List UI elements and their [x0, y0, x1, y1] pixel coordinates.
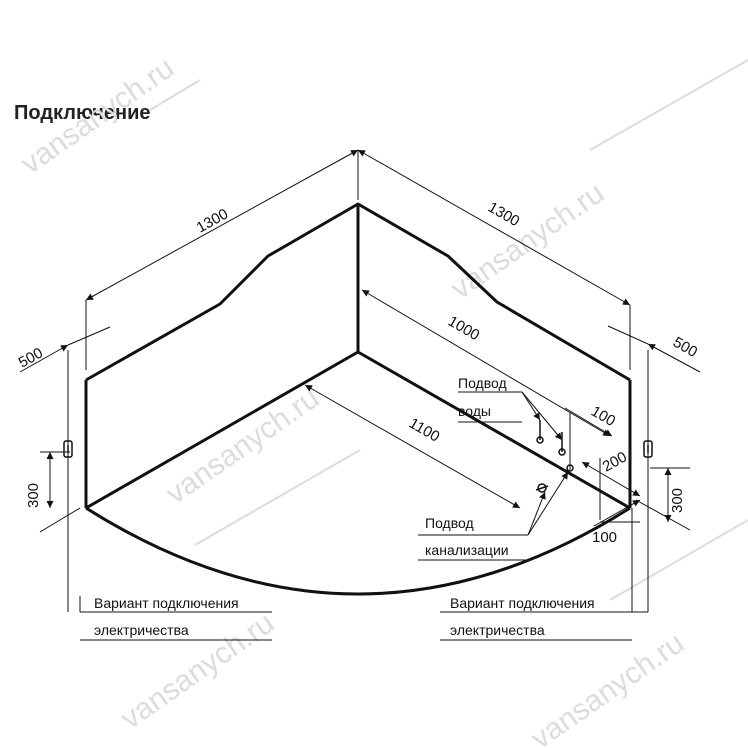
electric-outlet-left-icon — [63, 440, 73, 458]
drain-icon — [535, 483, 549, 493]
electric-left-label-line1: Вариант подключения — [94, 595, 239, 611]
drain-label-line1: Подвод — [425, 515, 474, 531]
electric-outlet-right-icon — [643, 440, 653, 458]
watermark-1: vansanych.ru — [15, 51, 180, 180]
dim-right-offset: 500 — [670, 334, 700, 361]
dim-left-offset: 500 — [16, 344, 46, 371]
electric-left-label-line2: электричества — [94, 622, 189, 638]
dim-top-left: 1300 — [194, 205, 231, 236]
drain-label-line2: канализации — [425, 542, 509, 558]
callout-labels: Подвод воды Подвод канализации Вариант п… — [94, 375, 595, 638]
dimension-lines — [19, 149, 701, 612]
water-label-line1: Подвод — [458, 375, 507, 391]
fittings — [63, 420, 653, 493]
dim-left-height: 300 — [25, 483, 42, 508]
dim-water-height: 200 — [600, 448, 630, 475]
watermark-5: vansanych.ru — [525, 626, 690, 748]
dim-drain-offset: 100 — [592, 529, 617, 546]
bathtub-outline — [84, 202, 632, 596]
tub-front-arc — [85, 506, 631, 596]
leader-lines — [79, 391, 648, 641]
watermarks: vansanych.ru vansanych.ru vansanych.ru v… — [15, 51, 748, 748]
watermark-2: vansanych.ru — [445, 176, 610, 305]
watermark-3: vansanych.ru — [160, 381, 325, 510]
tub-floor-left — [85, 350, 359, 510]
dim-inner-diag: 1000 — [445, 313, 482, 344]
water-valve-icon — [536, 420, 574, 472]
dim-floor-diag: 1100 — [406, 415, 442, 446]
dim-right-height: 300 — [669, 488, 686, 513]
page-title: Подключение — [14, 102, 151, 124]
electric-right-label-line2: электричества — [450, 622, 545, 638]
water-label-line2: воды — [458, 403, 491, 419]
electric-right-label-line1: Вариант подключения — [450, 595, 595, 611]
